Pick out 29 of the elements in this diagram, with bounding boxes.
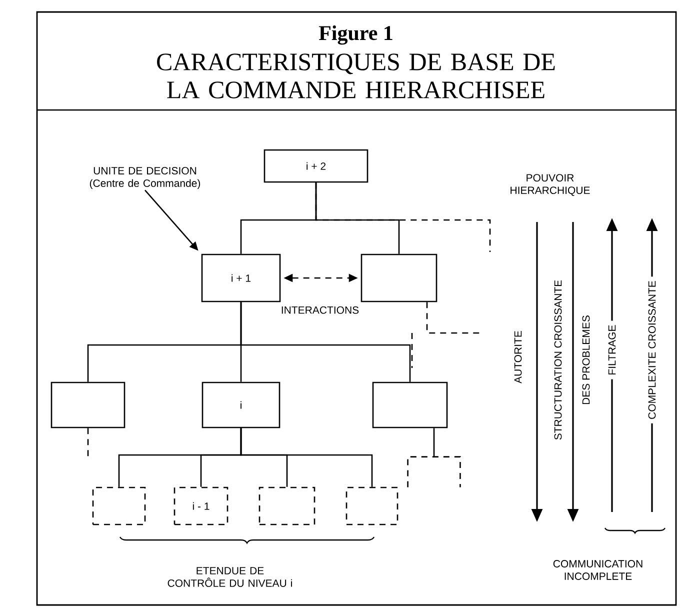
axis-label: POUVOIR HIERARCHIQUE (510, 174, 590, 196)
axis-label: FILTRAGE (604, 320, 620, 380)
axis-label: DES PROBLEMES (582, 316, 590, 404)
unit-box (50, 382, 126, 428)
unit-box: i + 1 (201, 254, 281, 302)
unit-box: i (202, 382, 280, 428)
axis-label: AUTORITE (514, 331, 522, 384)
dashed-box (346, 486, 398, 526)
axis-label: STRUCTURATION CROISSANTE (554, 280, 562, 440)
connector-line (240, 428, 373, 487)
unit-box (360, 254, 438, 302)
dashed-box (407, 456, 461, 488)
dashed-box: i - 1 (174, 486, 228, 526)
dashed-line (426, 302, 480, 334)
axis-label: COMMUNICATION INCOMPLETE (553, 560, 642, 580)
connector-line (433, 428, 435, 457)
title: CARACTERISTIQUES DE BASE DE LA COMMANDE HIERARCHISEE (157, 54, 555, 98)
axis-label: ETENDUE DE CONTRÔLE DU NIVEAU i (168, 567, 292, 587)
figure-number: Figure 1 (318, 25, 392, 45)
unit-box (372, 382, 448, 428)
connector-line (240, 302, 411, 382)
dashed-box (258, 486, 316, 526)
dashed-box (92, 486, 146, 526)
axis-label: COMPLEXITE CROISSANTE (644, 276, 660, 424)
unit-box: i + 2 (264, 149, 368, 183)
edge-label: INTERACTIONS (280, 305, 360, 315)
dashed-line (87, 428, 89, 456)
annotation-text: UNITE DE DECISION (Centre de Commande) (90, 167, 200, 189)
dashed-line (315, 182, 491, 252)
